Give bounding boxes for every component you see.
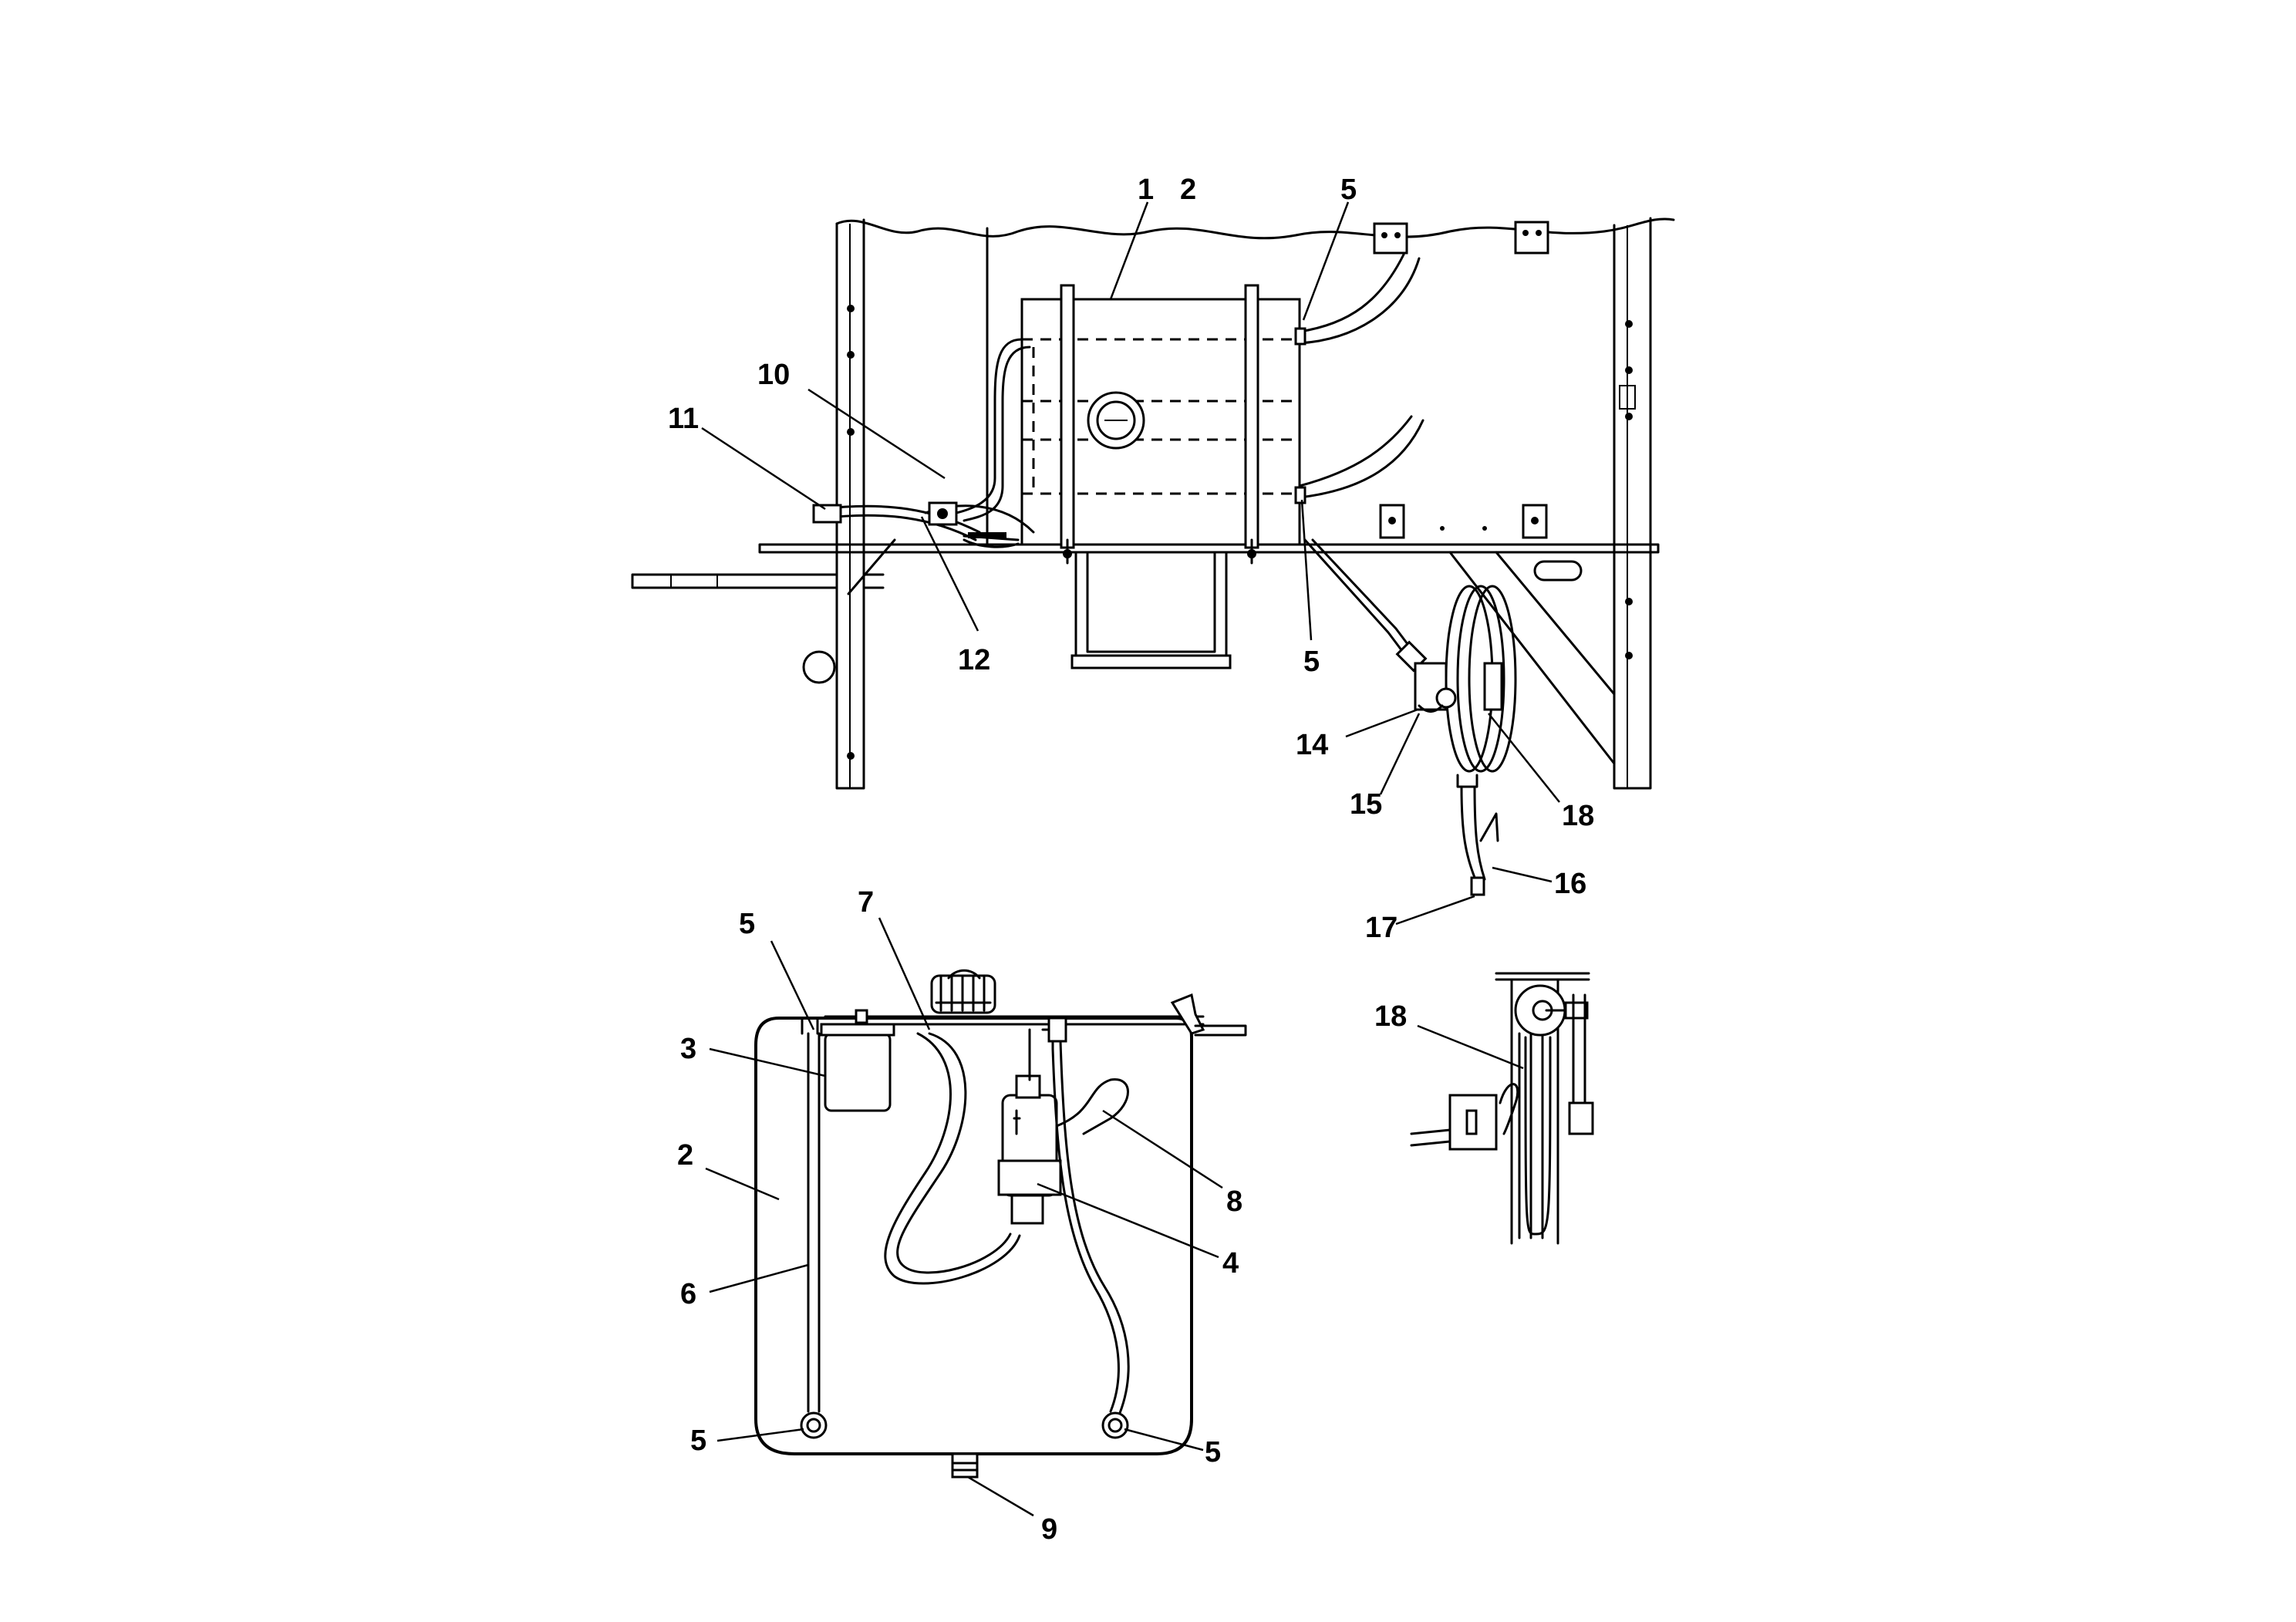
- hose-reel: [1414, 585, 1517, 896]
- callout-top-5b: 5: [1303, 646, 1320, 678]
- callout-top-2: 2: [1180, 174, 1196, 206]
- callout-top-11: 11: [668, 403, 699, 435]
- callout-top-10: 10: [757, 359, 790, 391]
- callout-tank-6: 6: [680, 1278, 696, 1310]
- top-assembly-view: [631, 217, 1675, 896]
- callout-top-17: 17: [1365, 912, 1397, 944]
- tank-side-view: [754, 969, 1247, 1479]
- callout-top-1: 1: [1138, 174, 1154, 206]
- callout-tank-8: 8: [1226, 1185, 1242, 1218]
- callout-top-15: 15: [1350, 788, 1382, 821]
- callout-detail-18: 18: [1374, 1000, 1407, 1033]
- callout-tank-2: 2: [677, 1139, 693, 1172]
- callout-tank-7: 7: [858, 886, 874, 919]
- callout-top-16: 16: [1554, 868, 1586, 900]
- callout-tank-4: 4: [1222, 1247, 1239, 1280]
- callout-tank-9: 9: [1041, 1513, 1057, 1546]
- callout-top-5a: 5: [1340, 174, 1357, 206]
- callout-top-14: 14: [1296, 729, 1328, 761]
- leader-lines: [701, 201, 1560, 1517]
- callout-tank-5b: 5: [690, 1425, 706, 1457]
- callout-top-18: 18: [1562, 800, 1594, 832]
- callout-tank-3: 3: [680, 1033, 696, 1065]
- callout-tank-5c: 5: [1205, 1436, 1221, 1469]
- callout-labels: 1 2 5 5 10 11 12 14 15 18 16 17 18 5 7 3…: [668, 174, 1594, 1546]
- callout-tank-5a: 5: [739, 908, 755, 940]
- reel-detail-view: [1410, 972, 1594, 1245]
- callout-top-12: 12: [958, 644, 990, 676]
